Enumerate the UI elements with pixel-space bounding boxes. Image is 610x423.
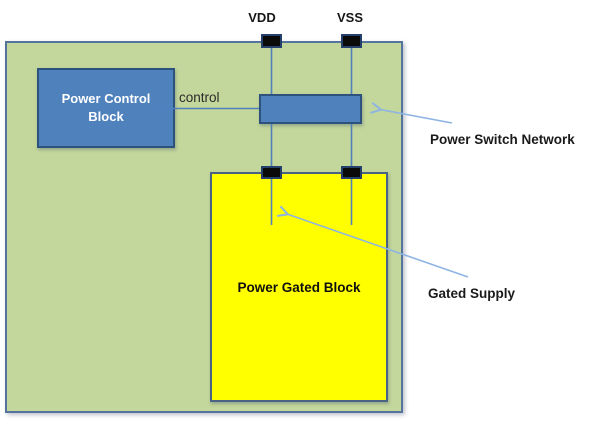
vdd-pin-icon [261,34,282,48]
power-control-block-label: Power Control Block [61,91,151,124]
control-label: control [179,90,220,105]
vss-label: VSS [336,10,363,25]
power-switch-network-box [259,94,362,124]
gated-supply-annotation: Gated Supply [428,286,516,301]
vdd-label: VDD [248,10,276,25]
power-control-block: Power Control Block [37,68,175,148]
power-gated-block: Power Gated Block [210,172,388,402]
vss-pin-icon [341,34,362,48]
gated-vdd-pin-icon [261,166,282,179]
power-switch-network-annotation: Power Switch Network [430,132,575,147]
power-gated-block-label: Power Gated Block [237,279,361,295]
gated-vss-pin-icon [341,166,362,179]
